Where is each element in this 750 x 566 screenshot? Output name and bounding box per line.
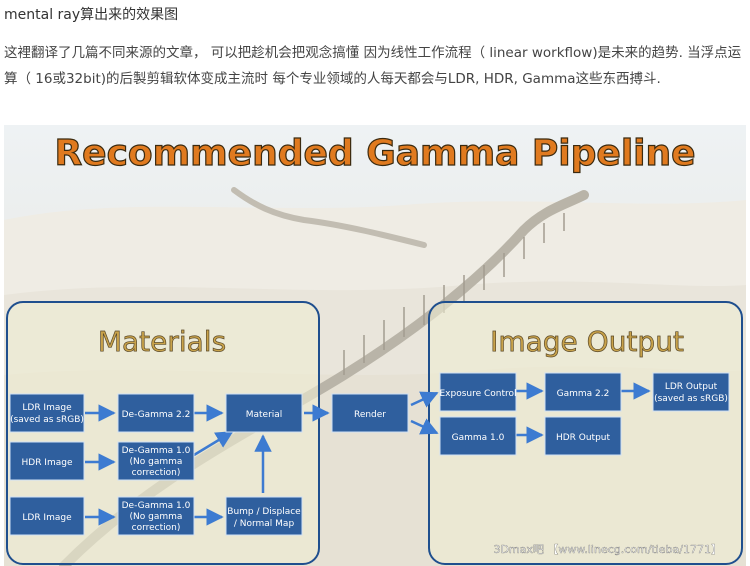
gamma-22-box: Gamma 2.2 (544, 372, 622, 412)
image-output-heading: Image Output (490, 325, 684, 358)
material-box: Material (225, 393, 303, 433)
ldr-image-srgb-line1: LDR Image (22, 403, 72, 413)
page-caption: mental ray算出来的效果图 (4, 7, 179, 23)
degamma-10-b-line2: (No gamma (130, 512, 183, 522)
degamma-10-a-box: De-Gamma 1.0 (No gamma correction) (117, 441, 195, 481)
gamma-pipeline-figure: Recommended Gamma Pipeline Materials Ima… (4, 125, 746, 566)
pipeline-arrows (85, 382, 651, 526)
degamma-10-a-line3: correction) (132, 468, 181, 478)
pipeline-supports (343, 213, 565, 375)
render-box: Render (331, 393, 409, 433)
render-label: Render (354, 410, 386, 420)
gamma-10-box: Gamma 1.0 (439, 416, 517, 456)
bump-displace-line1: Bump / Displace (227, 507, 301, 517)
exposure-control-label: Exposure Control (439, 389, 516, 399)
bump-displace-line2: / Normal Map (234, 519, 295, 529)
degamma-10-b-line1: De-Gamma 1.0 (122, 501, 191, 511)
pipeline-far-shape (231, 187, 427, 248)
exposure-control-box: Exposure Control (439, 372, 517, 412)
gamma-10-label: Gamma 1.0 (452, 433, 505, 443)
ldr-output-box: LDR Output (saved as sRGB) (652, 372, 730, 412)
degamma-10-a-line1: De-Gamma 1.0 (122, 446, 191, 456)
materials-heading: Materials (98, 325, 226, 358)
degamma-10-b-box: De-Gamma 1.0 (No gamma correction) (117, 496, 195, 536)
hdr-image-box: HDR Image (9, 441, 85, 481)
pipeline-diagram: Recommended Gamma Pipeline Materials Ima… (4, 125, 746, 566)
bump-displace-box: Bump / Displace / Normal Map (225, 496, 303, 536)
degamma-10-a-line2: (No gamma (130, 457, 183, 467)
ldr-image-srgb-line2: (saved as sRGB) (10, 415, 84, 425)
ldr-output-line2: (saved as sRGB) (654, 394, 728, 404)
watermark-text: 3Dmax吧 【www.linecg.com/tieba/1771】 (493, 543, 722, 556)
ldr-image-box: LDR Image (9, 496, 85, 536)
hdr-image-label: HDR Image (22, 458, 73, 468)
hdr-output-label: HDR Output (556, 433, 611, 443)
degamma-22-box: De-Gamma 2.2 (117, 393, 195, 433)
ldr-image-label: LDR Image (22, 513, 72, 523)
gamma-22-label: Gamma 2.2 (557, 389, 610, 399)
ldr-output-line1: LDR Output (665, 382, 718, 392)
article-paragraph: 这裡翻译了几篇不同来源的文章， 可以把趁机会把观念搞懂 因为线性工作流程（ li… (4, 45, 742, 87)
diagram-title: Recommended Gamma Pipeline (54, 133, 695, 174)
degamma-22-label: De-Gamma 2.2 (122, 410, 191, 420)
material-label: Material (246, 410, 283, 420)
ldr-image-srgb-box: LDR Image (saved as sRGB) (9, 393, 85, 433)
hdr-output-box: HDR Output (544, 416, 622, 456)
degamma-10-b-line3: correction) (132, 523, 181, 533)
